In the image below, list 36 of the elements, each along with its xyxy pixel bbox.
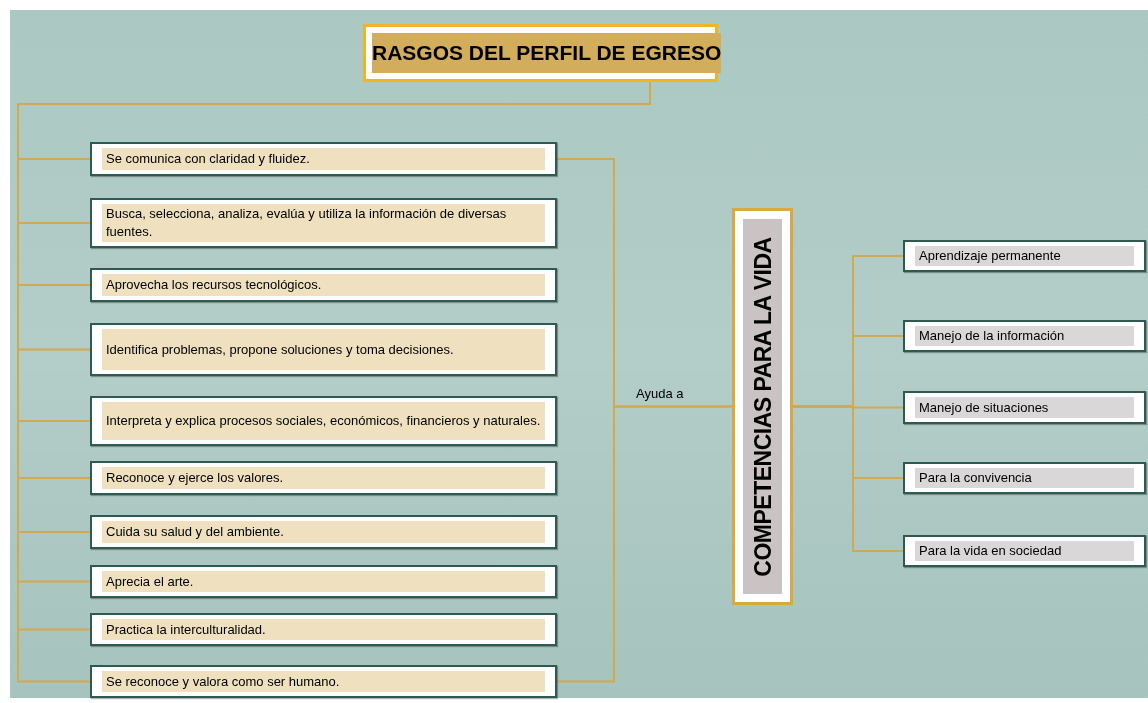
- trait-text: Interpreta y explica procesos sociales, económicos, financieros y naturales.: [102, 402, 545, 440]
- vertical-heading-text: COMPETENCIAS PARA LA VIDA: [748, 236, 777, 577]
- trait-box: [90, 198, 557, 248]
- competence-text: Manejo de la información: [915, 326, 1134, 346]
- trait-box: [90, 613, 557, 646]
- trait-text: Reconoce y ejerce los valores.: [102, 467, 545, 489]
- trait-text: Cuida su salud y del ambiente.: [102, 521, 545, 543]
- trait-box: [90, 665, 557, 698]
- trait-text: Se reconoce y valora como ser humano.: [102, 671, 545, 692]
- title-text: RASGOS DEL PERFIL DE EGRESO: [372, 33, 722, 73]
- connector-line: [792, 405, 904, 552]
- trait-box: [90, 268, 557, 302]
- competence-box: [903, 462, 1146, 494]
- trait-text: Se comunica con claridad y fluidez.: [102, 148, 545, 170]
- trait-box: [90, 323, 557, 376]
- competence-text: Para la vida en sociedad: [915, 541, 1134, 561]
- competence-box: [903, 391, 1146, 424]
- connector-line: [556, 405, 733, 683]
- trait-box: [90, 461, 557, 495]
- trait-box: [90, 396, 557, 446]
- competence-text: Para la convivencia: [915, 468, 1134, 488]
- competence-text: Aprendizaje permanente: [915, 246, 1134, 266]
- vertical-heading-box: [732, 208, 793, 605]
- trait-text: Aprovecha los recursos tecnológicos.: [102, 274, 545, 296]
- edge-label: Ayuda a: [636, 385, 684, 403]
- competence-box: [903, 240, 1146, 272]
- trait-text: Practica la interculturalidad.: [102, 619, 545, 640]
- trait-text: Aprecia el arte.: [102, 571, 545, 592]
- trait-box: [90, 515, 557, 549]
- competence-box: [903, 535, 1146, 567]
- trait-text: Identifica problemas, propone soluciones y toma decisiones.: [102, 329, 545, 370]
- trait-text: Busca, selecciona, analiza, evalúa y utiliza la información de diversas fuentes.: [102, 204, 545, 242]
- trait-box: [90, 565, 557, 598]
- competence-text: Manejo de situaciones: [915, 397, 1134, 418]
- trait-box: [90, 142, 557, 176]
- competence-box: [903, 320, 1146, 352]
